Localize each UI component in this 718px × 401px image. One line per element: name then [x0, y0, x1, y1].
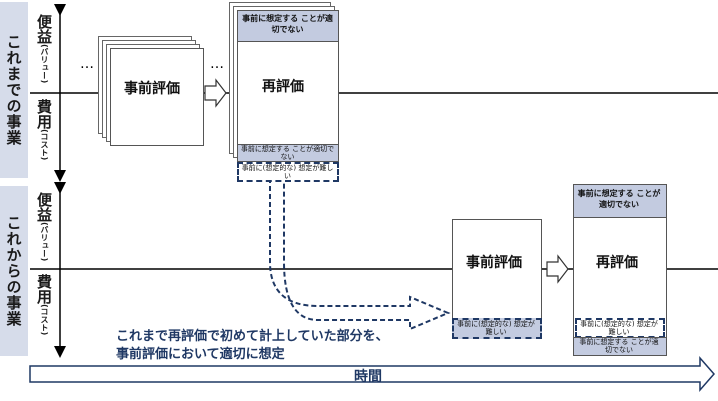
pre-eval-label-top: 事前評価: [124, 81, 180, 97]
re-eval-bottom-note: 事前に想定する ことが適切でない: [577, 189, 661, 209]
cost-label-2: 費用: [35, 274, 53, 304]
re-eval-bottom-cost-note: 事前に想定する ことが適切でない: [579, 338, 659, 354]
benefit-note-2: (バリュー): [40, 222, 49, 262]
re-eval-top-cost-note: 事前に想定する ことが適切でない: [240, 145, 335, 161]
pre-eval-label-bottom: 事前評価: [466, 255, 522, 271]
re-eval-top-note: 事前に想定する ことが適切でない: [242, 14, 333, 34]
time-arrow: [29, 356, 715, 392]
cost-label: 費用: [35, 99, 53, 129]
axis-bottom-benefit: 便益(バリュー): [34, 192, 55, 261]
pre-eval-bottom-dashed-note: 事前に(想定的な) 想定が難しい: [457, 320, 535, 336]
pre-eval-box-top: [110, 48, 204, 146]
caption-line-2: 事前評価において適切に想定: [116, 347, 285, 362]
re-eval-bottom-note-bar: [573, 184, 667, 218]
benefit-label: 便益: [35, 14, 53, 44]
re-eval-top-note-bar: [237, 10, 339, 42]
row-label-future: これからの事業: [0, 186, 28, 356]
benefit-note: (バリュー): [40, 44, 49, 84]
re-eval-top-dashed-note: 事前に(想定的な) 想定が難しい: [241, 164, 334, 180]
arrow-top: [204, 78, 227, 108]
time-label: 時間: [354, 369, 382, 385]
caption-line-1: これまで再評価で初めて計上していた部分を、: [116, 329, 389, 344]
row-label-future-text: これからの事業: [4, 215, 23, 327]
axis-top-cost: 費用(コスト): [34, 99, 55, 160]
row-label-current: これまでの事業: [0, 2, 28, 178]
pre-eval-bottom-dashed-bar: [452, 318, 542, 339]
cost-note-2: (コスト): [40, 304, 49, 336]
axis-top-benefit: 便益(バリュー): [34, 14, 55, 83]
re-eval-top-cost-bar: [237, 144, 339, 162]
re-eval-bottom-dashed-note: 事前に(想定的な) 想定が難しい: [580, 320, 658, 336]
ellipsis-1: …: [80, 56, 94, 72]
row-label-current-text: これまでの事業: [4, 34, 23, 146]
re-eval-label-bottom: 再評価: [596, 255, 638, 271]
dashed-connector: [269, 177, 451, 331]
re-eval-label-top: 再評価: [262, 79, 304, 95]
benefit-label-2: 便益: [35, 192, 53, 222]
cost-note: (コスト): [40, 129, 49, 161]
re-eval-bottom-cost-bar: [573, 337, 667, 356]
ellipsis-2: …: [210, 56, 224, 72]
axis-bottom-cost: 費用(コスト): [34, 274, 55, 335]
arrow-bottom: [546, 254, 569, 284]
re-eval-top-dashed-bar: [237, 162, 339, 182]
